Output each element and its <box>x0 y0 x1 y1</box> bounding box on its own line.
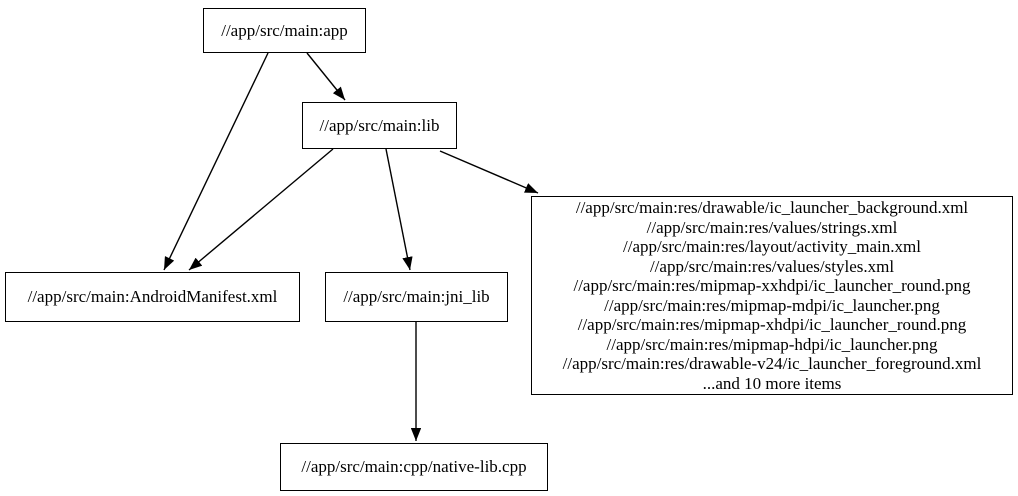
node-lib: //app/src/main:lib <box>302 102 457 149</box>
node-app: //app/src/main:app <box>203 8 366 53</box>
node-native-lib-cpp: //app/src/main:cpp/native-lib.cpp <box>280 443 548 491</box>
node-android-manifest-label: //app/src/main:AndroidManifest.xml <box>27 287 278 307</box>
node-android-manifest: //app/src/main:AndroidManifest.xml <box>5 272 300 322</box>
res-group-line: //app/src/main:res/mipmap-xhdpi/ic_launc… <box>577 315 967 334</box>
node-app-label: //app/src/main:app <box>221 20 348 40</box>
res-group-line: //app/src/main:res/drawable-v24/ic_launc… <box>562 354 982 373</box>
res-group-line: //app/src/main:res/layout/activity_main.… <box>623 237 921 256</box>
node-jni-lib-label: //app/src/main:jni_lib <box>343 287 490 307</box>
res-group-more-items-label: ...and 10 more items <box>702 373 842 393</box>
edge-lib-to-manifest <box>188 148 334 271</box>
res-group-line: //app/src/main:res/values/strings.xml <box>646 217 898 237</box>
res-group-line: //app/src/main:res/mipmap-hdpi/ic_launch… <box>606 334 938 354</box>
node-jni-lib: //app/src/main:jni_lib <box>325 272 508 322</box>
res-group-line: //app/src/main:res/values/styles.xml <box>649 256 895 276</box>
res-group-line: //app/src/main:res/mipmap-mdpi/ic_launch… <box>604 295 940 315</box>
edge-lib-to-jni-lib <box>385 148 413 271</box>
node-res-group: //app/src/main:res/drawable/ic_launcher_… <box>531 196 1013 395</box>
node-native-lib-cpp-label: //app/src/main:cpp/native-lib.cpp <box>301 457 527 477</box>
edge-app-to-manifest <box>163 52 269 271</box>
res-group-line: //app/src/main:res/mipmap-xxhdpi/ic_laun… <box>573 276 971 295</box>
edge-lib-to-res-group <box>439 150 539 194</box>
node-lib-label: //app/src/main:lib <box>319 115 440 135</box>
res-group-line: //app/src/main:res/drawable/ic_launcher_… <box>575 198 969 217</box>
edge-app-to-lib <box>306 52 346 101</box>
